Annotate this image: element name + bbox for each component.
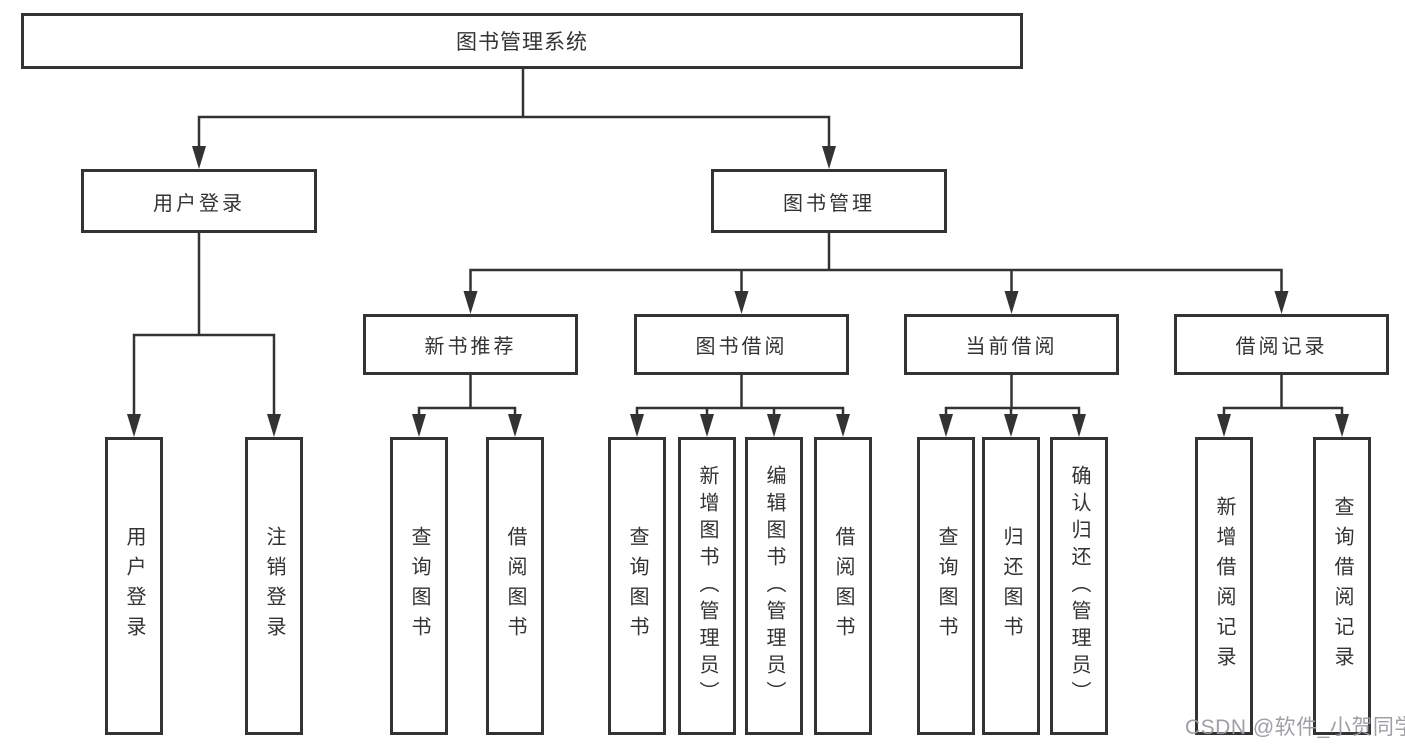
node-new-book-recommendation: 新书推荐: [363, 314, 578, 375]
node-label: 图书管理系统: [456, 31, 588, 54]
leaf-add-book-admin: 新增图书（管理员）: [678, 437, 736, 735]
leaf-confirm-return-admin: 确认归还（管理员）: [1050, 437, 1108, 735]
leaf-label: 新增借阅记录: [1213, 496, 1235, 676]
node-user-login: 用户登录: [81, 169, 317, 233]
leaf-return-books: 归还图书: [982, 437, 1040, 735]
leaf-borrow-books-recommend: 借阅图书: [486, 437, 544, 735]
node-label: 用户登录: [153, 192, 245, 215]
node-current-borrowing: 当前借阅: [904, 314, 1119, 375]
leaf-label: 查询图书: [626, 526, 648, 646]
leaf-add-borrowing-record: 新增借阅记录: [1195, 437, 1253, 735]
leaf-user-login: 用户登录: [105, 437, 163, 735]
leaf-query-books-recommend: 查询图书: [390, 437, 448, 735]
node-book-management: 图书管理: [711, 169, 947, 233]
node-label: 图书管理: [783, 192, 875, 215]
leaf-label: 归还图书: [1000, 526, 1022, 646]
leaf-borrow-books: 借阅图书: [814, 437, 872, 735]
leaf-label: 借阅图书: [504, 526, 526, 646]
leaf-label: 确认归还（管理员）: [1068, 464, 1090, 708]
leaf-label: 用户登录: [123, 526, 145, 646]
leaf-label: 查询借阅记录: [1331, 496, 1353, 676]
leaf-query-borrowing-record: 查询借阅记录: [1313, 437, 1371, 735]
leaf-label: 查询图书: [935, 526, 957, 646]
node-book-borrowing: 图书借阅: [634, 314, 849, 375]
leaf-label: 注销登录: [263, 526, 285, 646]
leaf-label: 编辑图书（管理员）: [763, 464, 785, 708]
watermark-text: CSDN @软件_小贺同学: [1185, 716, 1405, 739]
leaf-logout: 注销登录: [245, 437, 303, 735]
node-label: 新书推荐: [424, 336, 517, 358]
leaf-label: 查询图书: [408, 526, 430, 646]
leaf-query-books-current: 查询图书: [917, 437, 975, 735]
leaf-edit-book-admin: 编辑图书（管理员）: [745, 437, 803, 735]
node-label: 当前借阅: [965, 336, 1058, 358]
node-label: 图书借阅: [695, 336, 788, 358]
leaf-label: 新增图书（管理员）: [696, 464, 718, 708]
node-borrowing-records: 借阅记录: [1174, 314, 1389, 375]
node-label: 借阅记录: [1235, 336, 1328, 358]
leaf-query-books-borrowing: 查询图书: [608, 437, 666, 735]
leaf-label: 借阅图书: [832, 526, 854, 646]
node-library-management-system: 图书管理系统: [21, 13, 1023, 69]
